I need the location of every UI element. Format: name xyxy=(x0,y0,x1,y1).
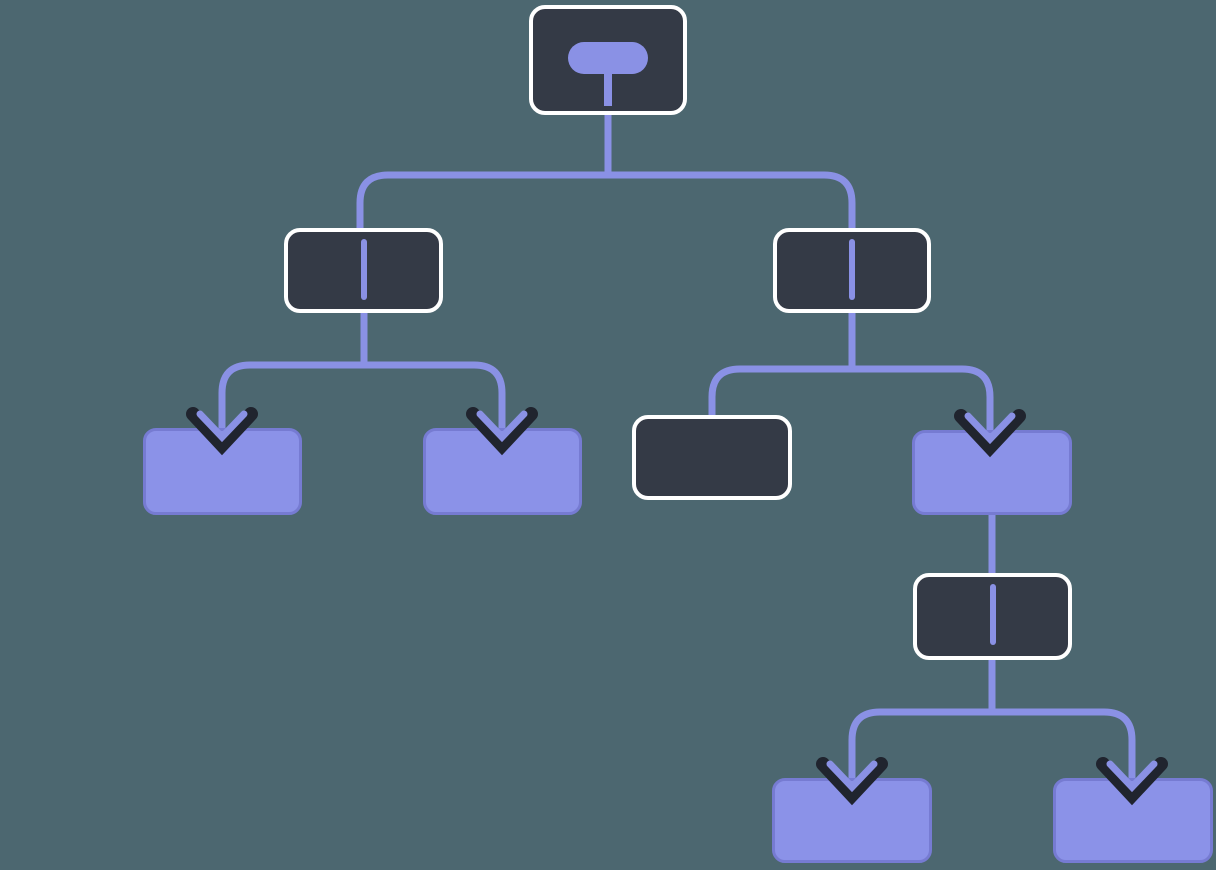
through-line xyxy=(989,584,996,645)
node-mid-purple[interactable] xyxy=(912,430,1072,515)
node-branch-left[interactable] xyxy=(284,228,443,313)
through-line xyxy=(360,239,367,300)
node-leaf-bottom-2[interactable] xyxy=(1053,778,1213,863)
node-leaf-left-2[interactable] xyxy=(423,428,582,515)
node-leaf-left-1[interactable] xyxy=(143,428,302,515)
node-leaf-dark[interactable] xyxy=(632,415,792,500)
through-line xyxy=(849,239,855,300)
node-branch-right[interactable] xyxy=(773,228,931,313)
topic-pill-placeholder xyxy=(568,42,648,74)
node-root[interactable] xyxy=(529,5,687,115)
pill-stem-line xyxy=(604,72,612,106)
node-leaf-bottom-1[interactable] xyxy=(772,778,932,863)
node-branch-bottom[interactable] xyxy=(913,573,1072,660)
